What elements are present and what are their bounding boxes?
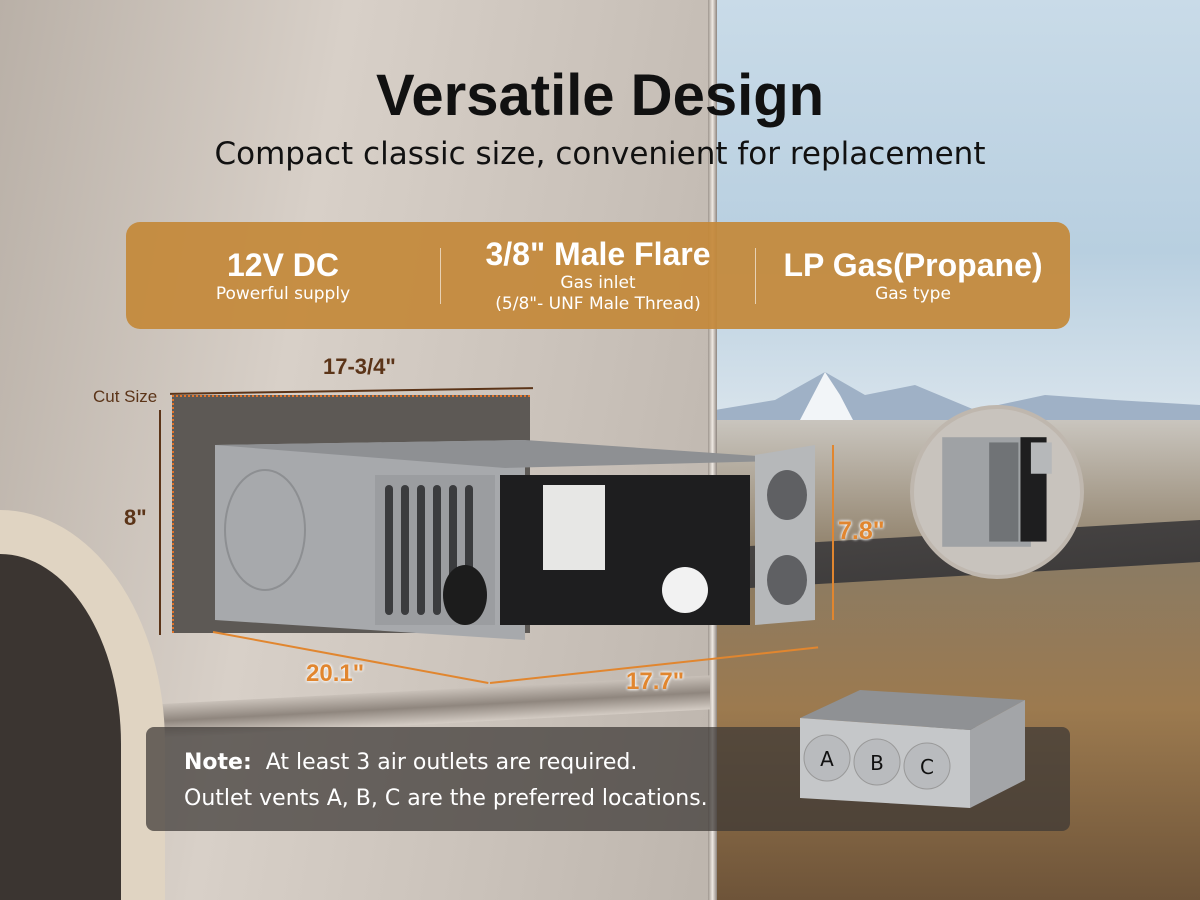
outlet-b: B [870, 751, 884, 775]
divider [755, 247, 756, 304]
unit-width-label: 17.7" [626, 668, 685, 695]
installed-unit-picture [942, 437, 1052, 547]
note-line-2: Outlet vents A, B, C are the preferred l… [184, 786, 708, 811]
spec-desc-2: (5/8"- UNF Male Thread) [495, 294, 701, 314]
rv-edge [708, 0, 717, 900]
height-line [832, 445, 834, 620]
spec-banner: 12V DC Powerful supply 3/8" Male Flare G… [126, 222, 1070, 329]
spec-value: LP Gas(Propane) [783, 246, 1043, 283]
page-title: Versatile Design [375, 63, 825, 128]
outlet-locations-image: A B C [800, 690, 1025, 808]
cut-size-label: Cut Size [93, 387, 158, 406]
spec-desc: Gas inlet [560, 273, 636, 293]
unit-height-label: 7.8" [838, 517, 885, 545]
spec-gas-type: LP Gas(Propane) Gas type [756, 247, 1070, 305]
sky-background [715, 0, 1200, 420]
mountains-illustration [715, 372, 1200, 420]
spec-value: 3/8" Male Flare [485, 236, 711, 272]
note-text-1: At least 3 air outlets are required. [265, 750, 638, 775]
cut-height-label: 8" [124, 505, 147, 530]
cut-height-line [159, 410, 161, 635]
spec-voltage: 12V DC Powerful supply [126, 247, 440, 305]
cut-width-label: 17-3/4" [323, 354, 396, 379]
furnace-unit-image [215, 440, 815, 640]
outlet-a: A [820, 747, 834, 771]
spec-value: 12V DC [226, 246, 340, 283]
outlet-c: C [920, 755, 934, 779]
spec-desc: Powerful supply [215, 283, 351, 304]
page-subtitle: Compact classic size, convenient for rep… [214, 136, 986, 172]
note-line-1: Note: At least 3 air outlets are require… [184, 745, 1032, 781]
divider [440, 247, 441, 304]
installed-unit-inset [910, 405, 1084, 579]
spec-desc: Gas type [875, 283, 951, 304]
note-label: Note: [184, 750, 252, 775]
unit-depth-label: 20.1" [306, 660, 365, 687]
spec-gas-inlet: 3/8" Male Flare Gas inlet (5/8"- UNF Mal… [441, 236, 755, 315]
